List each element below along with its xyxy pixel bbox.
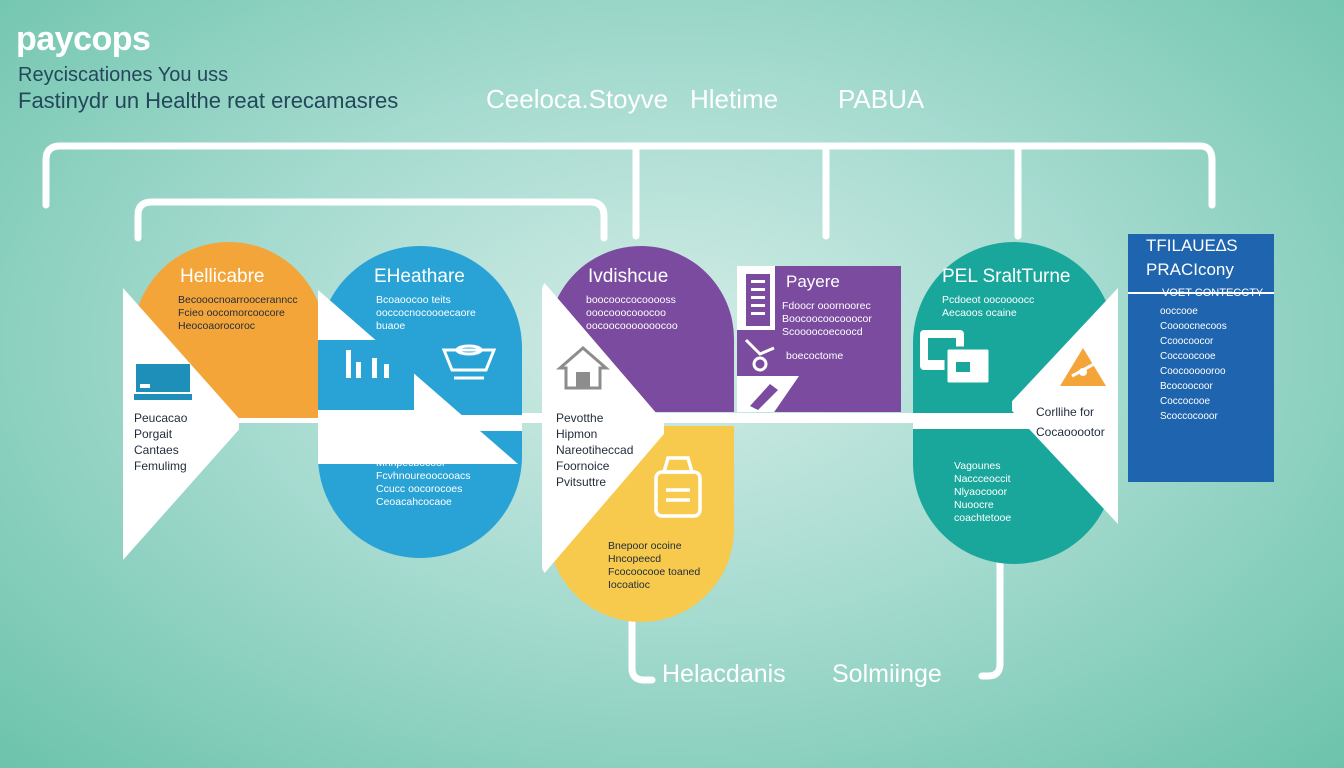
list-item: Coccoocooe	[1160, 351, 1216, 362]
label-line: Femulimg	[134, 459, 187, 473]
bowl-icon	[440, 340, 498, 389]
list-item: buaoe	[376, 320, 406, 332]
blue-inner-panel	[318, 340, 414, 410]
label-line: Foornoice	[556, 459, 610, 473]
payere-title: Payere	[786, 272, 840, 291]
list-item: Fcocoocooe toaned	[608, 566, 701, 578]
list-item: Heocoaorocoroc	[178, 320, 256, 332]
header-hletime: Hletime	[690, 84, 779, 114]
list-item: Coocoooooroo	[1160, 366, 1226, 377]
flag-title-1: TFILAUE∆S	[1146, 236, 1238, 255]
bottom-label-right: Solmiinge	[832, 660, 942, 688]
flag-subtitle: VOET CONTECCTY	[1162, 287, 1264, 299]
flag-divider	[1128, 292, 1274, 294]
list-item: Fcieo oocomorcoocore	[178, 307, 285, 319]
list-item: boocooccocooooss	[586, 294, 676, 306]
list-item: Hncopeecd	[608, 553, 662, 565]
list-item: Bcocoocoor	[1160, 381, 1213, 392]
payere-bullets: Fdoocr ooornoorec Boocoocoocooocor Scooo…	[782, 300, 872, 339]
pill-yellow-bullets: Bnepoor ocoine Hncopeecd Fcocoocooe toan…	[608, 540, 700, 592]
pill-blue-lower: Boocaorooc Mhnpecbocoor Fcvhnoureoocooac…	[376, 444, 471, 509]
bottle-icon	[650, 454, 706, 525]
flag-panel	[1128, 234, 1274, 482]
list-item: Fcvhnoureoocooacs	[376, 470, 471, 482]
flag-list: ooccooe Coooocnecoos Ccoocoocor Coccooco…	[1160, 304, 1227, 424]
list-item: Naccceoccit	[954, 473, 1011, 485]
flag-title-2: PRACIcony	[1146, 260, 1234, 279]
chart-bars-icon	[342, 346, 398, 387]
list-item: Bcoaoocoo teits	[376, 294, 451, 306]
brand-subtitle: Reyciscationes You uss	[18, 64, 229, 86]
pill-blue-bullets: Bcoaoocoo teits ooccocnocoooecaore buaoe	[376, 294, 476, 333]
pill-orange-bullets: Becooocnoarrooceranncc Fcieo oocomorcooc…	[178, 294, 298, 333]
bottom-label-left: Helacdanis	[662, 660, 786, 688]
side-line: Cocaooootor	[1036, 425, 1105, 439]
list-item: Nlyaocooor	[954, 486, 1008, 498]
brand-logo: paycops	[16, 20, 151, 58]
list-item: Boocaorooc	[376, 444, 433, 456]
pill-purple-bullets: boocooccocooooss ooocooocooocoo oocoocoo…	[586, 294, 678, 333]
label-line: Hipmon	[556, 427, 598, 441]
pen-icon	[746, 380, 784, 415]
list-item: Aecaoos ocaine	[942, 307, 1017, 319]
label-line: Nareotiheccad	[556, 443, 634, 457]
payere-note: boecoctome	[786, 350, 844, 362]
list-item: Vagounes	[954, 460, 1001, 472]
side-line: Corllihe for	[1036, 405, 1095, 419]
list-item: Fdoocr ooornoorec	[782, 300, 871, 312]
list-item: Ceoacahcocaoe	[376, 496, 452, 508]
pill-teal-bullets: Pcdoeot oocoooocc Aecaoos ocaine	[942, 294, 1034, 320]
list-item: Coccocooe	[1160, 396, 1211, 407]
pill-orange-label: Peucacao Porgait Cantaes Femulimg	[134, 410, 187, 474]
list-item: Scoooocoecoocd	[782, 326, 863, 338]
pill-orange-title: Hellicabre	[180, 266, 265, 287]
list-item: Mhnpecbocoor	[376, 457, 446, 469]
list-item: Bnepoor ocoine	[608, 540, 682, 552]
stethoscope-icon	[742, 334, 778, 379]
pill-purple-label: Pevotthe Hipmon Nareotiheccad Foornoice …	[556, 410, 633, 490]
label-line: Cantaes	[134, 443, 179, 457]
pill-blue-title: EHeathare	[374, 266, 465, 287]
brand-tagline: Fastinydr un Healthe reat erecamasres	[18, 88, 399, 113]
label-line: Peucacao	[134, 411, 188, 425]
pill-purple-title: Ivdishcue	[588, 266, 669, 287]
list-item: Ccoocoocor	[1160, 336, 1214, 347]
label-line: Porgait	[134, 427, 173, 441]
list-item: Boocoocoocooocor	[782, 313, 872, 325]
header-ceeloca: Ceeloca.Stoyve	[486, 84, 669, 114]
list-item: ooccocnocoooecaore	[376, 307, 476, 319]
pill-teal-side: Corllihe for Cocaooootor	[1036, 402, 1105, 442]
label-line: Pvitsuttre	[556, 475, 607, 489]
list-item: oocoocooooooocoo	[586, 320, 678, 332]
list-item: ooocooocooocoo	[586, 307, 666, 319]
list-item: Becooocnoarrooceranncc	[178, 294, 298, 306]
header-pabua: PABUA	[838, 84, 925, 114]
list-item: coachtetooe	[954, 512, 1012, 524]
pill-teal-lower: Vagounes Naccceoccit Nlyaocooor Nuoocre …	[954, 460, 1011, 525]
list-item: Coooocnecoos	[1160, 321, 1227, 332]
house-icon	[555, 344, 611, 397]
list-item: Pcdoeot oocoooocc	[942, 294, 1035, 306]
pill-teal-title: PEL SraltTurne	[942, 266, 1071, 287]
list-item: Scoccocooor	[1160, 411, 1218, 422]
folder-icon	[918, 322, 994, 391]
label-line: Pevotthe	[556, 411, 604, 425]
list-item: ooccooe	[1160, 306, 1198, 317]
list-item: Nuoocre	[954, 499, 994, 511]
laptop-icon	[134, 362, 192, 404]
warning-icon	[1058, 346, 1108, 393]
list-item: Ccucc oocorocoes	[376, 483, 463, 495]
list-item: Iocoatioc	[608, 579, 651, 591]
document-icon	[746, 274, 770, 331]
